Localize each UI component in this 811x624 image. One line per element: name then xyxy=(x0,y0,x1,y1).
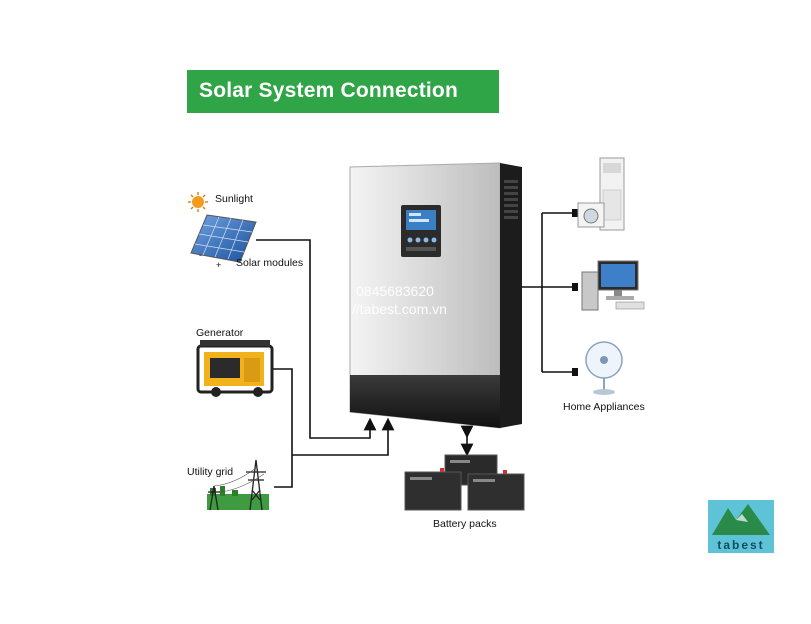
label-sunlight: Sunlight xyxy=(215,193,253,205)
logo-text: tabest xyxy=(717,538,765,552)
watermark-phone: 0845683620 xyxy=(356,283,434,299)
washing-machine-icon xyxy=(577,202,605,228)
page-title: Solar System Connection xyxy=(199,79,458,102)
plug-icons xyxy=(572,209,578,376)
battery-packs-icon xyxy=(404,454,525,511)
computer-icon xyxy=(581,260,645,311)
wire-generator-grid-to-inverter xyxy=(273,368,395,488)
watermark-website: //tabest.com.vn xyxy=(352,301,447,317)
vent-slots xyxy=(504,180,518,219)
solar-panel-icon: - + xyxy=(190,214,257,270)
label-generator: Generator xyxy=(196,327,244,339)
inverter-icon xyxy=(349,162,522,429)
label-home-appliances: Home Appliances xyxy=(563,401,645,413)
wire-inverter-to-appliances xyxy=(522,212,572,373)
fan-icon xyxy=(585,341,623,395)
svg-text:+: + xyxy=(216,260,221,270)
label-utility-grid: Utility grid xyxy=(187,466,234,478)
utility-grid-icon xyxy=(207,459,269,511)
title-banner xyxy=(187,70,499,113)
label-solar-modules: Solar modules xyxy=(236,257,304,269)
svg-text:-: - xyxy=(199,250,202,260)
sun-icon xyxy=(188,192,208,212)
label-battery-packs: Battery packs xyxy=(433,518,497,530)
generator-icon xyxy=(196,340,274,397)
tabest-logo xyxy=(708,500,774,553)
wire-solar-to-inverter xyxy=(256,239,377,439)
